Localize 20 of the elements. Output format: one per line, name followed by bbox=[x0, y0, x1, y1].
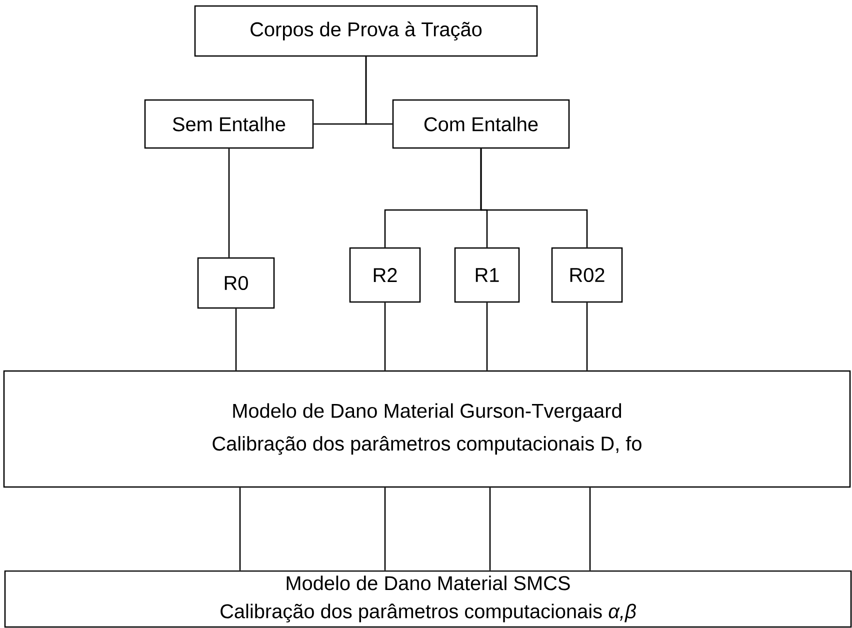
category-box: Sem Entalhe bbox=[144, 99, 314, 149]
connector-line bbox=[589, 488, 591, 570]
connector-line bbox=[384, 488, 386, 570]
connector-line bbox=[586, 302, 588, 370]
label-box: R1 bbox=[454, 247, 520, 303]
label-box: R2 bbox=[349, 247, 421, 303]
model-box: Modelo de Dano Material SMCS Calibração dos parâmetros computacionais α,β bbox=[4, 570, 852, 628]
connector-line bbox=[384, 302, 386, 370]
connector-line bbox=[239, 488, 241, 570]
category-box: Com Entalhe bbox=[392, 99, 570, 149]
connector-line bbox=[480, 148, 588, 248]
connector-line bbox=[486, 302, 488, 370]
model-box: Modelo de Dano Material Gurson-Tvergaard Calibração dos parâmetros computacionais D, fo bbox=[3, 370, 851, 488]
connector-line bbox=[235, 308, 237, 370]
connector-line bbox=[489, 488, 491, 570]
label-box: R0 bbox=[197, 257, 275, 309]
connector-line bbox=[228, 148, 230, 258]
connector-line bbox=[365, 56, 392, 125]
category-box: Corpos de Prova à Tração bbox=[194, 5, 538, 57]
label-box: R02 bbox=[551, 247, 623, 303]
